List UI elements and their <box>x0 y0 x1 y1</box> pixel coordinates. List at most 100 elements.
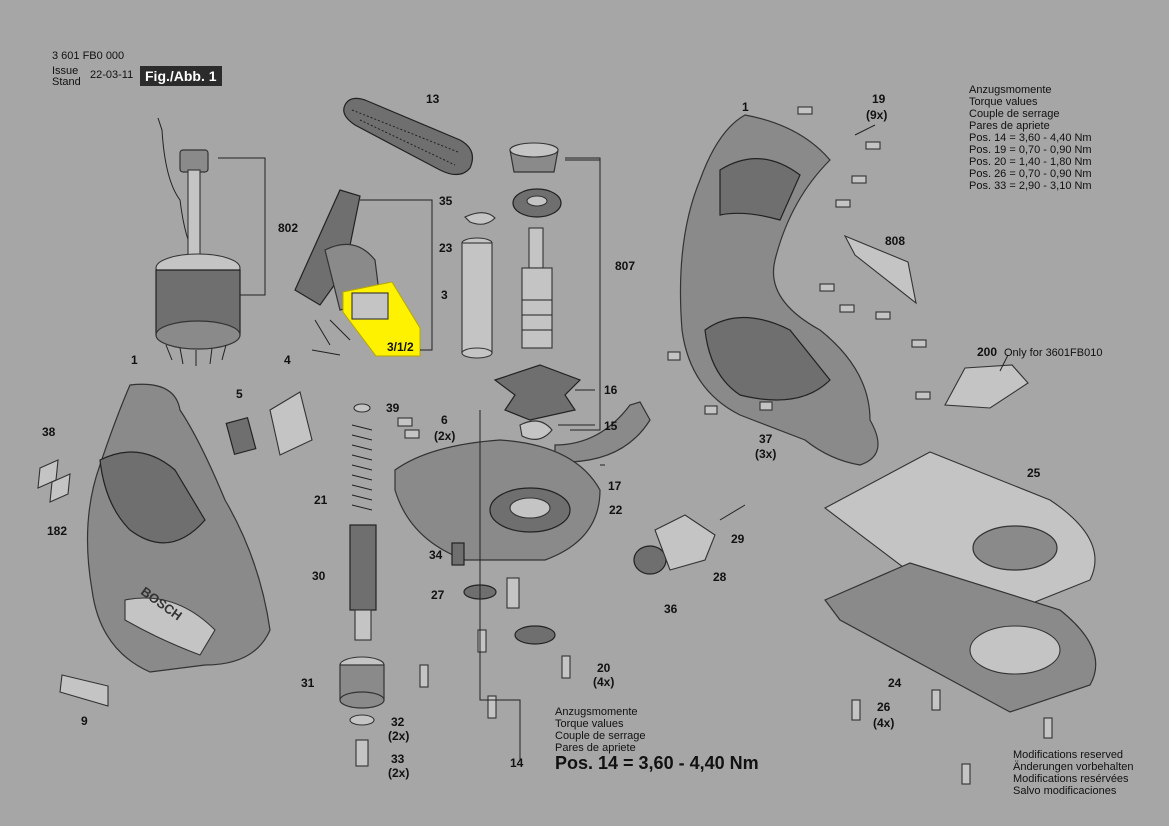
part-label-19: 19 <box>872 92 886 106</box>
torque-value: Pos. 20 = 1,40 - 1,80 Nm <box>969 156 1092 168</box>
part-label-13: 13 <box>426 92 440 106</box>
part-label-20-qty: (4x) <box>593 675 615 689</box>
part-label-807: 807 <box>615 259 636 273</box>
clip-15-shape <box>519 420 553 440</box>
torque-line: Pares de apriete <box>969 120 1050 132</box>
screw-26-2 <box>931 689 941 711</box>
part-label-32: 32 <box>391 715 405 729</box>
part-label-4: 4 <box>284 353 291 367</box>
shaft-30 <box>349 524 377 641</box>
plate-16-shape <box>493 364 582 421</box>
part-label-35: 35 <box>439 194 453 208</box>
issue-date: 22-03-11 <box>90 69 134 81</box>
part-label-6: 6 <box>441 413 448 427</box>
part-label-15: 15 <box>604 419 618 433</box>
part-label-37-qty: (3x) <box>755 447 777 461</box>
screw-c <box>419 664 429 688</box>
part-label-14: 14 <box>510 756 524 770</box>
part-label-23: 23 <box>439 241 453 255</box>
part-label-6-qty: (2x) <box>434 429 456 443</box>
torque-line: Torque values <box>969 96 1038 108</box>
part-label-1-left: 1 <box>131 353 138 367</box>
part-label-38: 38 <box>42 425 56 439</box>
pin-37-1 <box>667 351 681 361</box>
screw-19-7 <box>875 311 891 320</box>
part-label-34: 34 <box>429 548 443 562</box>
part-label-3-1-2: 3/1/2 <box>387 340 414 354</box>
screw-20 <box>561 655 571 679</box>
bow-17-shape <box>554 401 651 463</box>
part-label-808: 808 <box>885 234 906 248</box>
figure-title: Fig./Abb. 1 <box>140 66 222 86</box>
doc-number: 3 601 FB0 000 <box>52 50 125 62</box>
part-label-802: 802 <box>278 221 299 235</box>
screw-19-1 <box>797 106 813 115</box>
spring-29 <box>719 504 746 521</box>
modifications-line: Änderungen vorbehalten <box>1013 761 1134 773</box>
clamp-28 <box>654 514 716 571</box>
screw-26-4 <box>961 763 971 785</box>
torque-line: Couple de serrage <box>555 730 646 742</box>
pin-37-2 <box>704 405 718 415</box>
modifications-note: Modifications reserved Änderungen vorbeh… <box>1013 749 1133 797</box>
label-808 <box>843 234 917 305</box>
toothed-belt-13 <box>343 97 473 176</box>
part-label-22: 22 <box>609 503 623 517</box>
part-label-37: 37 <box>759 432 773 446</box>
screw-b <box>477 629 487 653</box>
screw-19-4 <box>835 199 851 208</box>
torque-notes-top: Anzugsmomente Torque values Couple de se… <box>969 84 1092 192</box>
washer-32 <box>349 714 375 726</box>
torque-value: Pos. 19 = 0,70 - 0,90 Nm <box>969 144 1092 156</box>
part-5 <box>225 416 257 456</box>
stand-label: Stand <box>52 76 81 88</box>
part-label-33: 33 <box>391 752 405 766</box>
part-label-33-qty: (2x) <box>388 766 410 780</box>
screw-19-9 <box>915 391 931 400</box>
only-for-note: Only for 3601FB010 <box>1004 347 1103 359</box>
part-label-20: 20 <box>597 661 611 675</box>
motor-802 <box>155 117 241 366</box>
ring-35-shape <box>464 212 496 225</box>
torque-line: Couple de serrage <box>969 108 1060 120</box>
torque-big: Pos. 14 = 3,60 - 4,40 Nm <box>555 753 759 773</box>
base-plate-25 <box>823 451 1096 613</box>
part-label-21: 21 <box>314 493 328 507</box>
torque-line: Anzugsmomente <box>969 84 1052 96</box>
screw-a <box>506 577 520 609</box>
knob-36 <box>633 545 667 575</box>
housing-half-left-1 <box>86 383 271 673</box>
part-label-32-qty: (2x) <box>388 729 410 743</box>
washer-39 <box>353 403 371 413</box>
part-label-36: 36 <box>664 602 678 616</box>
base-plate-24 <box>824 562 1097 713</box>
part-label-17: 17 <box>608 479 622 493</box>
part-label-16: 16 <box>604 383 618 397</box>
torque-line: Anzugsmomente <box>555 706 638 718</box>
part-label-30: 30 <box>312 569 326 583</box>
plate-200 <box>944 364 1029 409</box>
modifications-line: Modifications resérvées <box>1013 773 1129 785</box>
pad-9-shape <box>59 674 109 707</box>
modifications-line: Modifications reserved <box>1013 749 1124 761</box>
modifications-line: Salvo modificaciones <box>1013 785 1117 797</box>
housing-half-right-1 <box>679 114 879 466</box>
torque-value: Pos. 33 = 2,90 - 3,10 Nm <box>969 180 1092 192</box>
torque-line: Pares de apriete <box>555 742 636 754</box>
bearing-ring <box>514 625 556 645</box>
torque-value: Pos. 14 = 3,60 - 4,40 Nm <box>969 132 1092 144</box>
screw-19-5 <box>819 283 835 292</box>
nut-31 <box>339 656 385 709</box>
screw-d <box>487 695 497 719</box>
part-label-26-qty: (4x) <box>873 716 895 730</box>
screw-34 <box>451 542 465 566</box>
part-label-26: 26 <box>877 700 891 714</box>
torque-value: Pos. 26 = 0,70 - 0,90 Nm <box>969 168 1092 180</box>
pin-6b <box>404 429 420 439</box>
part-label-5: 5 <box>236 387 243 401</box>
screw-19-8 <box>911 339 927 348</box>
torque-notes-bottom: Anzugsmomente Torque values Couple de se… <box>555 706 646 754</box>
screw-26-1 <box>851 699 861 721</box>
